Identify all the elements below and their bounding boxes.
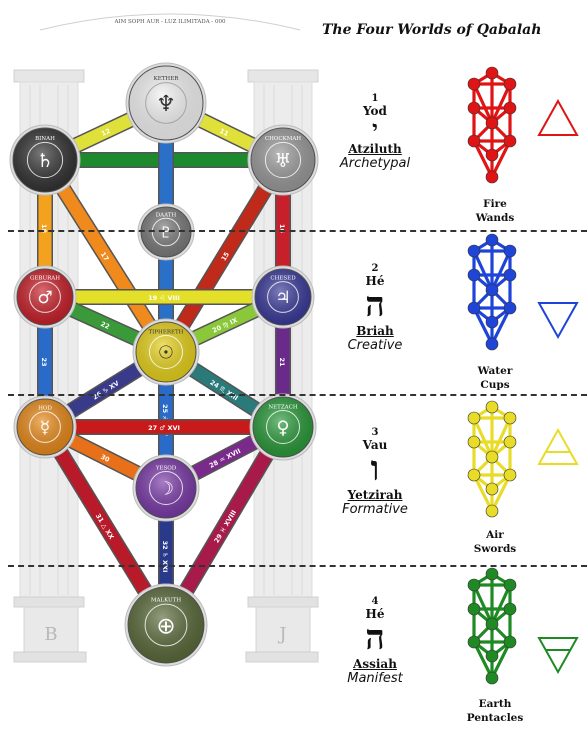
world-assiah: 4 Hé ה Assiah Manifest [330,596,420,686]
element-name: Air [455,528,535,542]
hebrew-letter: ה [330,288,420,322]
world-number: 3 [330,427,420,438]
suit-name: Pentacles [455,711,535,725]
sephirah-malkuth: MALKUTH ⊕ [125,584,207,666]
planet-glyph: ☉ [158,343,174,364]
planet-glyph: ♄ [36,150,53,172]
sephirah-geburah: GEBURAH ♂ [14,266,76,328]
sephirah-hod: HOD ☿ [14,396,76,458]
element-water: Water Cups [455,364,535,392]
world-description: Formative [330,502,420,517]
element-symbols [539,101,577,672]
hebrew-letter: י [330,118,420,140]
planet-glyph: ♆ [156,92,176,117]
mini-tree-earth [468,568,516,684]
sephirah-label: MALKUTH [151,597,181,603]
element-earth: Earth Pentacles [455,697,535,725]
suit-name: Wands [455,211,535,225]
sephirah-label: BINAH [35,136,55,142]
path-label: 16 [278,224,286,234]
world-description: Archetypal [330,156,420,171]
path-label: 18 [40,224,48,234]
sephirah-daath: DAATH ♇ [138,204,194,260]
world-divider-3 [8,565,587,567]
planet-glyph: ♂ [37,288,52,308]
mini-tree-air [468,401,516,517]
air-triangle-icon [539,430,577,464]
suit-name: Swords [455,542,535,556]
world-number: 4 [330,596,420,607]
sephirah-label: NETZACH [268,404,297,410]
sephirah-label: YESOD [155,465,177,471]
sephirah-kether: KETHER ♆ [126,63,206,143]
world-atziluth: 1 Yod י Atziluth Archetypal [330,93,420,171]
planet-glyph: ☽ [158,479,174,500]
element-name: Water [455,364,535,378]
planet-glyph: ⊕ [156,613,175,639]
sephirah-label: CHOCKMAH [265,136,301,142]
world-name: Briah [330,324,420,338]
sephirah-tiphereth: TIPHERETH ☉ [133,319,199,385]
hebrew-letter: ה [330,621,420,655]
page-title: The Four Worlds of Qabalah [322,22,541,38]
path-hod-netzach: 27 ♂ XVI [45,424,283,432]
path-label: 27 ♂ XVI [148,424,180,432]
hebrew-letter: ו [330,452,420,486]
sephirah-label: GEBURAH [30,276,60,282]
planet-glyph: ♀ [276,418,289,439]
sephirah-binah: BINAH ♄ [10,125,80,195]
world-name: Assiah [330,657,420,671]
sephirah-netzach: NETZACH ♀ [250,394,316,460]
sephirah-label: KETHER [154,76,180,82]
sephirah-chesed: CHESED ♃ [252,266,314,328]
water-triangle-icon [539,303,577,337]
world-divider-1 [8,230,587,232]
path-label: 21 [278,357,286,367]
planet-glyph: ☿ [40,418,50,438]
sephirah-yesod: YESOD ☽ [133,455,199,521]
earth-triangle-icon [539,638,577,672]
world-description: Creative [330,338,420,353]
left-pillar-letter: B [44,624,57,645]
sephirah-label: TIPHERETH [149,329,184,335]
sephirah-chokmah: CHOCKMAH ♅ [248,125,318,195]
planet-glyph: ♅ [274,150,291,172]
fire-triangle-icon [539,101,577,135]
suit-name: Cups [455,378,535,392]
sephirah-label: HOD [38,406,52,412]
path-label: 23 [40,357,48,366]
mini-tree-water [468,234,516,350]
planet-glyph: ♃ [275,288,290,308]
path-label: 32 ♄ XXI [161,541,169,573]
world-yetzirah: 3 Vau ו Yetzirah Formative [330,427,420,517]
path-label: 19 ♌ VIII [148,294,180,302]
mini-tree-fire [468,67,516,183]
world-description: Manifest [330,671,420,686]
sephirah-label: CHESED [270,276,296,282]
world-name: Atziluth [330,142,420,156]
world-briah: 2 Hé ה Briah Creative [330,263,420,353]
top-arc-text: AIM SOPH AUR - LUZ ILIMITADA - 000 [113,19,226,25]
element-name: Fire [455,197,535,211]
world-number: 2 [330,263,420,274]
world-divider-2 [8,394,587,396]
element-fire: Fire Wands [455,197,535,225]
sephirah-label: DAATH [156,213,177,219]
world-name: Yetzirah [330,488,420,502]
path-geburah-chesed: 19 ♌ VIII [45,294,283,302]
element-air: Air Swords [455,528,535,556]
world-number: 1 [330,93,420,104]
element-name: Earth [455,697,535,711]
planet-glyph: ♇ [159,224,172,242]
right-pillar-letter: J [277,624,286,645]
